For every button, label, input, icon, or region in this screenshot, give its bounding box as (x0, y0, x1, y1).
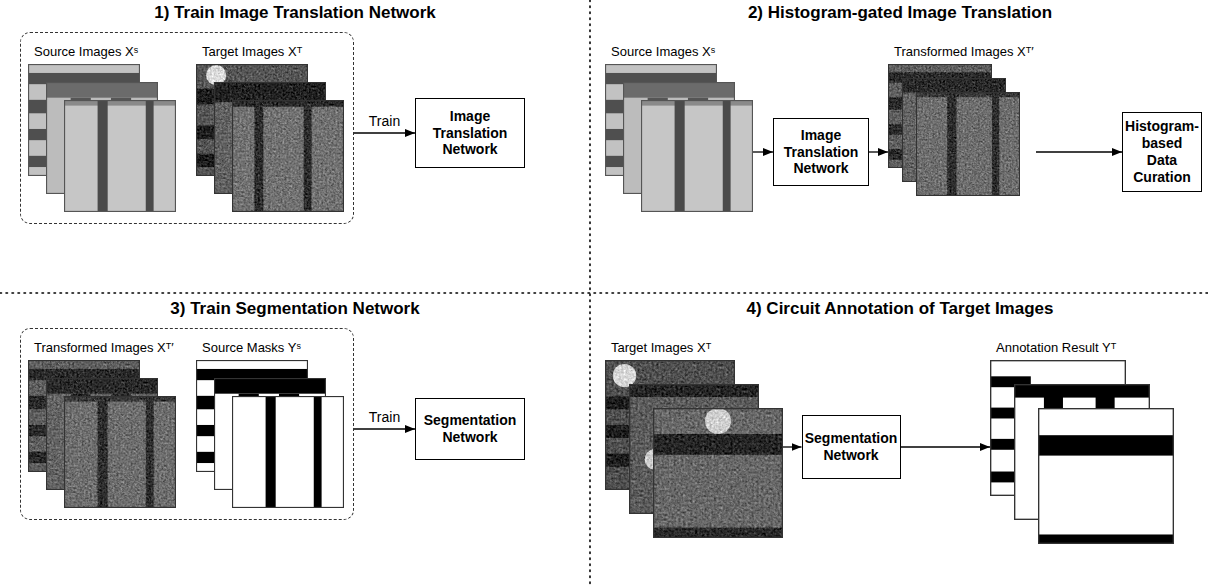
image-stack: Source Images Xˢ (605, 42, 753, 212)
image-stack: Transformed Images Xᵀ′ (888, 42, 1036, 196)
source-image (641, 100, 753, 212)
panel-title: 3) Train Segmentation Network (170, 299, 419, 319)
panel-title: 2) Histogram-gated Image Translation (748, 3, 1052, 23)
image-label: Transformed Images Xᵀ′ (888, 43, 1034, 61)
box-label: Histogram-based Data Curation (1125, 118, 1199, 185)
edge-label: Train (367, 409, 402, 426)
image-stack: Transformed Images Xᵀ′ (28, 338, 176, 508)
edge-label: Train (367, 113, 402, 130)
image-label: Source Images Xˢ (605, 43, 715, 61)
flow-arrow (901, 446, 991, 447)
image-label: Annotation Result Yᵀ (990, 339, 1116, 357)
flow-arrow (753, 151, 773, 152)
result-mask (1038, 408, 1174, 544)
image-stack: Annotation Result Yᵀ (990, 338, 1174, 544)
target-image (653, 408, 783, 538)
flow-arrow (869, 151, 888, 152)
panel-title: 4) Circuit Annotation of Target Images (747, 299, 1054, 319)
panel-divider (0, 292, 1208, 294)
process-box: Segmentation Network (802, 415, 901, 479)
image-stack: Target Images Xᵀ (605, 338, 783, 538)
flow-arrow (354, 132, 415, 133)
box-label: Image Translation Network (420, 108, 520, 158)
box-label: Image Translation Network (778, 127, 864, 177)
transformed-image (916, 92, 1020, 196)
image-stack: Target Images Xᵀ (196, 42, 344, 212)
group-frame: Source Images Xˢ Target Images Xᵀ (20, 32, 354, 224)
process-box: Image Translation Network (415, 98, 525, 168)
source-image (64, 100, 176, 212)
box-label: Segmentation Network (805, 430, 898, 464)
process-box: Histogram-based Data Curation (1122, 112, 1202, 192)
image-label: Target Images Xᵀ (196, 43, 302, 61)
panel-title: 1) Train Image Translation Network (154, 3, 436, 23)
process-box: Image Translation Network (773, 118, 869, 186)
image-label: Source Images Xˢ (28, 43, 138, 61)
flow-arrow (1036, 151, 1122, 152)
process-box: Segmentation Network (415, 398, 525, 460)
image-label: Source Masks Yˢ (196, 339, 301, 357)
image-label: Target Images Xᵀ (605, 339, 711, 357)
flow-arrow (354, 428, 415, 429)
group-frame: Transformed Images Xᵀ′ Source Masks Yˢ (20, 328, 354, 520)
image-stack: Source Images Xˢ (28, 42, 176, 212)
flow-arrow (783, 446, 802, 447)
image-stack: Source Masks Yˢ (196, 338, 344, 508)
image-label: Transformed Images Xᵀ′ (28, 339, 174, 357)
box-label: Segmentation Network (420, 412, 520, 446)
target-image (232, 100, 344, 212)
transformed-image (64, 396, 176, 508)
mask-image (232, 396, 344, 508)
